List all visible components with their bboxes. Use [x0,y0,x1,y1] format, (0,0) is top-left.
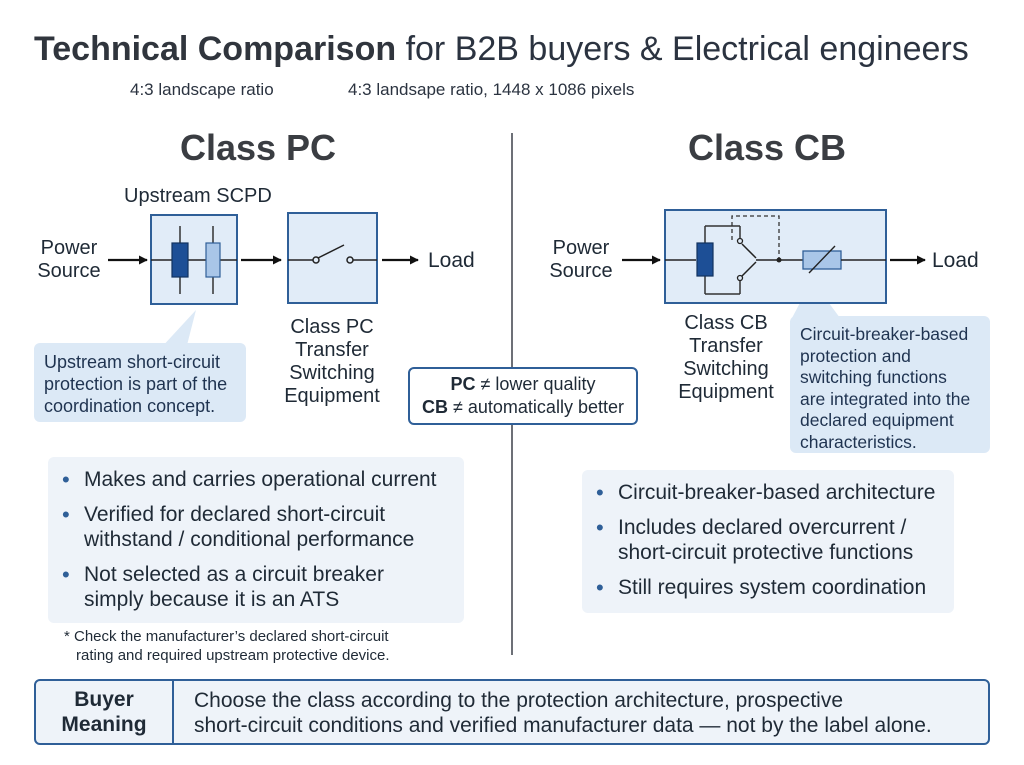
cb-callout-line: protection and [800,345,911,366]
center-note-cb: CB [422,397,448,417]
cb-callout-line: declared equipment [800,410,954,430]
pc-bullet-item: Verified for declared short-circuit with… [58,502,454,552]
cb-bullet-item: Still requires system coordination [592,575,944,600]
cb-source-line1: Power [552,237,610,259]
cb-source-line2: Source [549,260,613,282]
center-note-cb-text: ≠ automatically better [453,397,624,417]
cb-equipment-line: Switching [683,358,769,380]
center-note-line1: PC ≠ lower quality [410,373,636,396]
cb-bullet-panel: Circuit-breaker-based architecture Inclu… [582,470,954,613]
page-title: Technical Comparison for B2B buyers & El… [34,30,969,69]
cb-callout-line: Circuit-breaker-based [800,324,969,344]
pc-upstream-label: Upstream SCPD [124,185,272,207]
pc-footnote-line: * Check the manufacturer’s declared shor… [64,628,389,645]
buyer-meaning-text: Choose the class according to the protec… [194,688,984,738]
fuse-light-icon [205,242,221,278]
switch-icon [317,244,345,259]
trip-coil-icon [696,242,714,277]
pc-callout: Upstream short-circuit protection is par… [34,343,246,422]
subtitle-right: 4:3 landsape ratio, 1448 x 1086 pixels [348,80,635,99]
pc-callout-line: Upstream short-circuit [44,352,221,372]
buyer-label-line1: Buyer [74,688,134,711]
cb-bullet-item: Circuit-breaker-based architecture [592,480,944,505]
pc-bullet-item: Makes and carries operational current [58,467,454,492]
buyer-meaning-label: Buyer Meaning [36,681,174,743]
pc-footnote: * Check the manufacturer’s declared shor… [64,627,444,665]
pc-bullet-line: Not selected as a circuit breaker [84,563,384,586]
pc-bullet-line: simply because it is an ATS [84,588,340,611]
pc-source-line2: Source [37,260,101,282]
center-note-pc-text: ≠ lower quality [480,374,596,394]
center-note-pc: PC [450,374,476,394]
pc-bullet-line: Makes and carries operational current [84,468,437,491]
pc-bullet-line: Verified for declared short-circuit [84,503,386,526]
cb-equipment-label: Class CB Transfer Switching Equipment [666,312,786,404]
fuse-dark-icon [171,242,189,278]
pc-equipment-line: Transfer [295,339,369,361]
pc-bullet-item: Not selected as a circuit breaker simply… [58,562,454,612]
buyer-label-line2: Meaning [61,713,147,736]
class-pc-title: Class PC [179,127,337,168]
pc-diagram [108,212,419,349]
cb-equipment-line: Equipment [678,381,774,403]
pc-source-label: Power Source [26,237,112,283]
pc-callout-line: protection is part of the [44,374,228,394]
buyer-text-line1: Choose the class according to the protec… [194,689,844,712]
pc-equipment-line: Class PC [290,316,374,338]
breaker-contact-icon [741,243,757,259]
cb-bullet-line: Still requires system coordination [618,576,927,599]
pc-bullet-panel: Makes and carries operational current Ve… [48,457,464,623]
pc-footnote-line: rating and required upstream protective … [76,647,390,664]
cb-callout: Circuit-breaker-based protection and swi… [790,316,990,453]
title-rest: for B2B buyers & Electrical engineers [405,30,969,68]
buyer-text-line2: short-circuit conditions and verified ma… [194,714,932,737]
center-note-box: PC ≠ lower quality CB ≠ automatically be… [408,367,638,425]
pc-callout-pointer [160,310,196,349]
cb-equipment-line: Class CB [684,312,768,334]
pc-equipment-line: Equipment [284,385,380,407]
cb-callout-line: are integrated into the [800,388,971,409]
pc-source-line1: Power [40,237,98,259]
subtitle-left: 4:3 landscape ratio [130,80,274,99]
class-cb-title: Class CB [687,127,847,168]
pc-switch-box [287,212,378,304]
cb-bullet-line: Circuit-breaker-based architecture [618,481,936,504]
cb-equipment-line: Transfer [689,335,763,357]
cb-diagram [622,209,926,318]
cb-source-label: Power Source [538,237,624,283]
cb-bullet-item: Includes declared overcurrent / short-ci… [592,515,944,565]
pc-equipment-line: Switching [289,362,375,384]
center-note-line2: CB ≠ automatically better [410,396,636,419]
buyer-meaning-box: Buyer Meaning Choose the class according… [34,679,990,745]
cb-load-label: Load [932,249,979,272]
title-bold: Technical Comparison [34,30,397,68]
pc-equipment-label: Class PC Transfer Switching Equipment [272,316,392,408]
pc-callout-line: coordination concept. [44,396,216,416]
cb-bullet-line: short-circuit protective functions [618,541,914,564]
cb-callout-line: switching functions [800,367,947,387]
cb-bullet-line: Includes declared overcurrent / [618,516,907,539]
cb-callout-line: characteristics. [800,431,917,452]
pc-bullet-line: withstand / conditional performance [84,528,415,551]
pc-load-label: Load [428,249,475,272]
